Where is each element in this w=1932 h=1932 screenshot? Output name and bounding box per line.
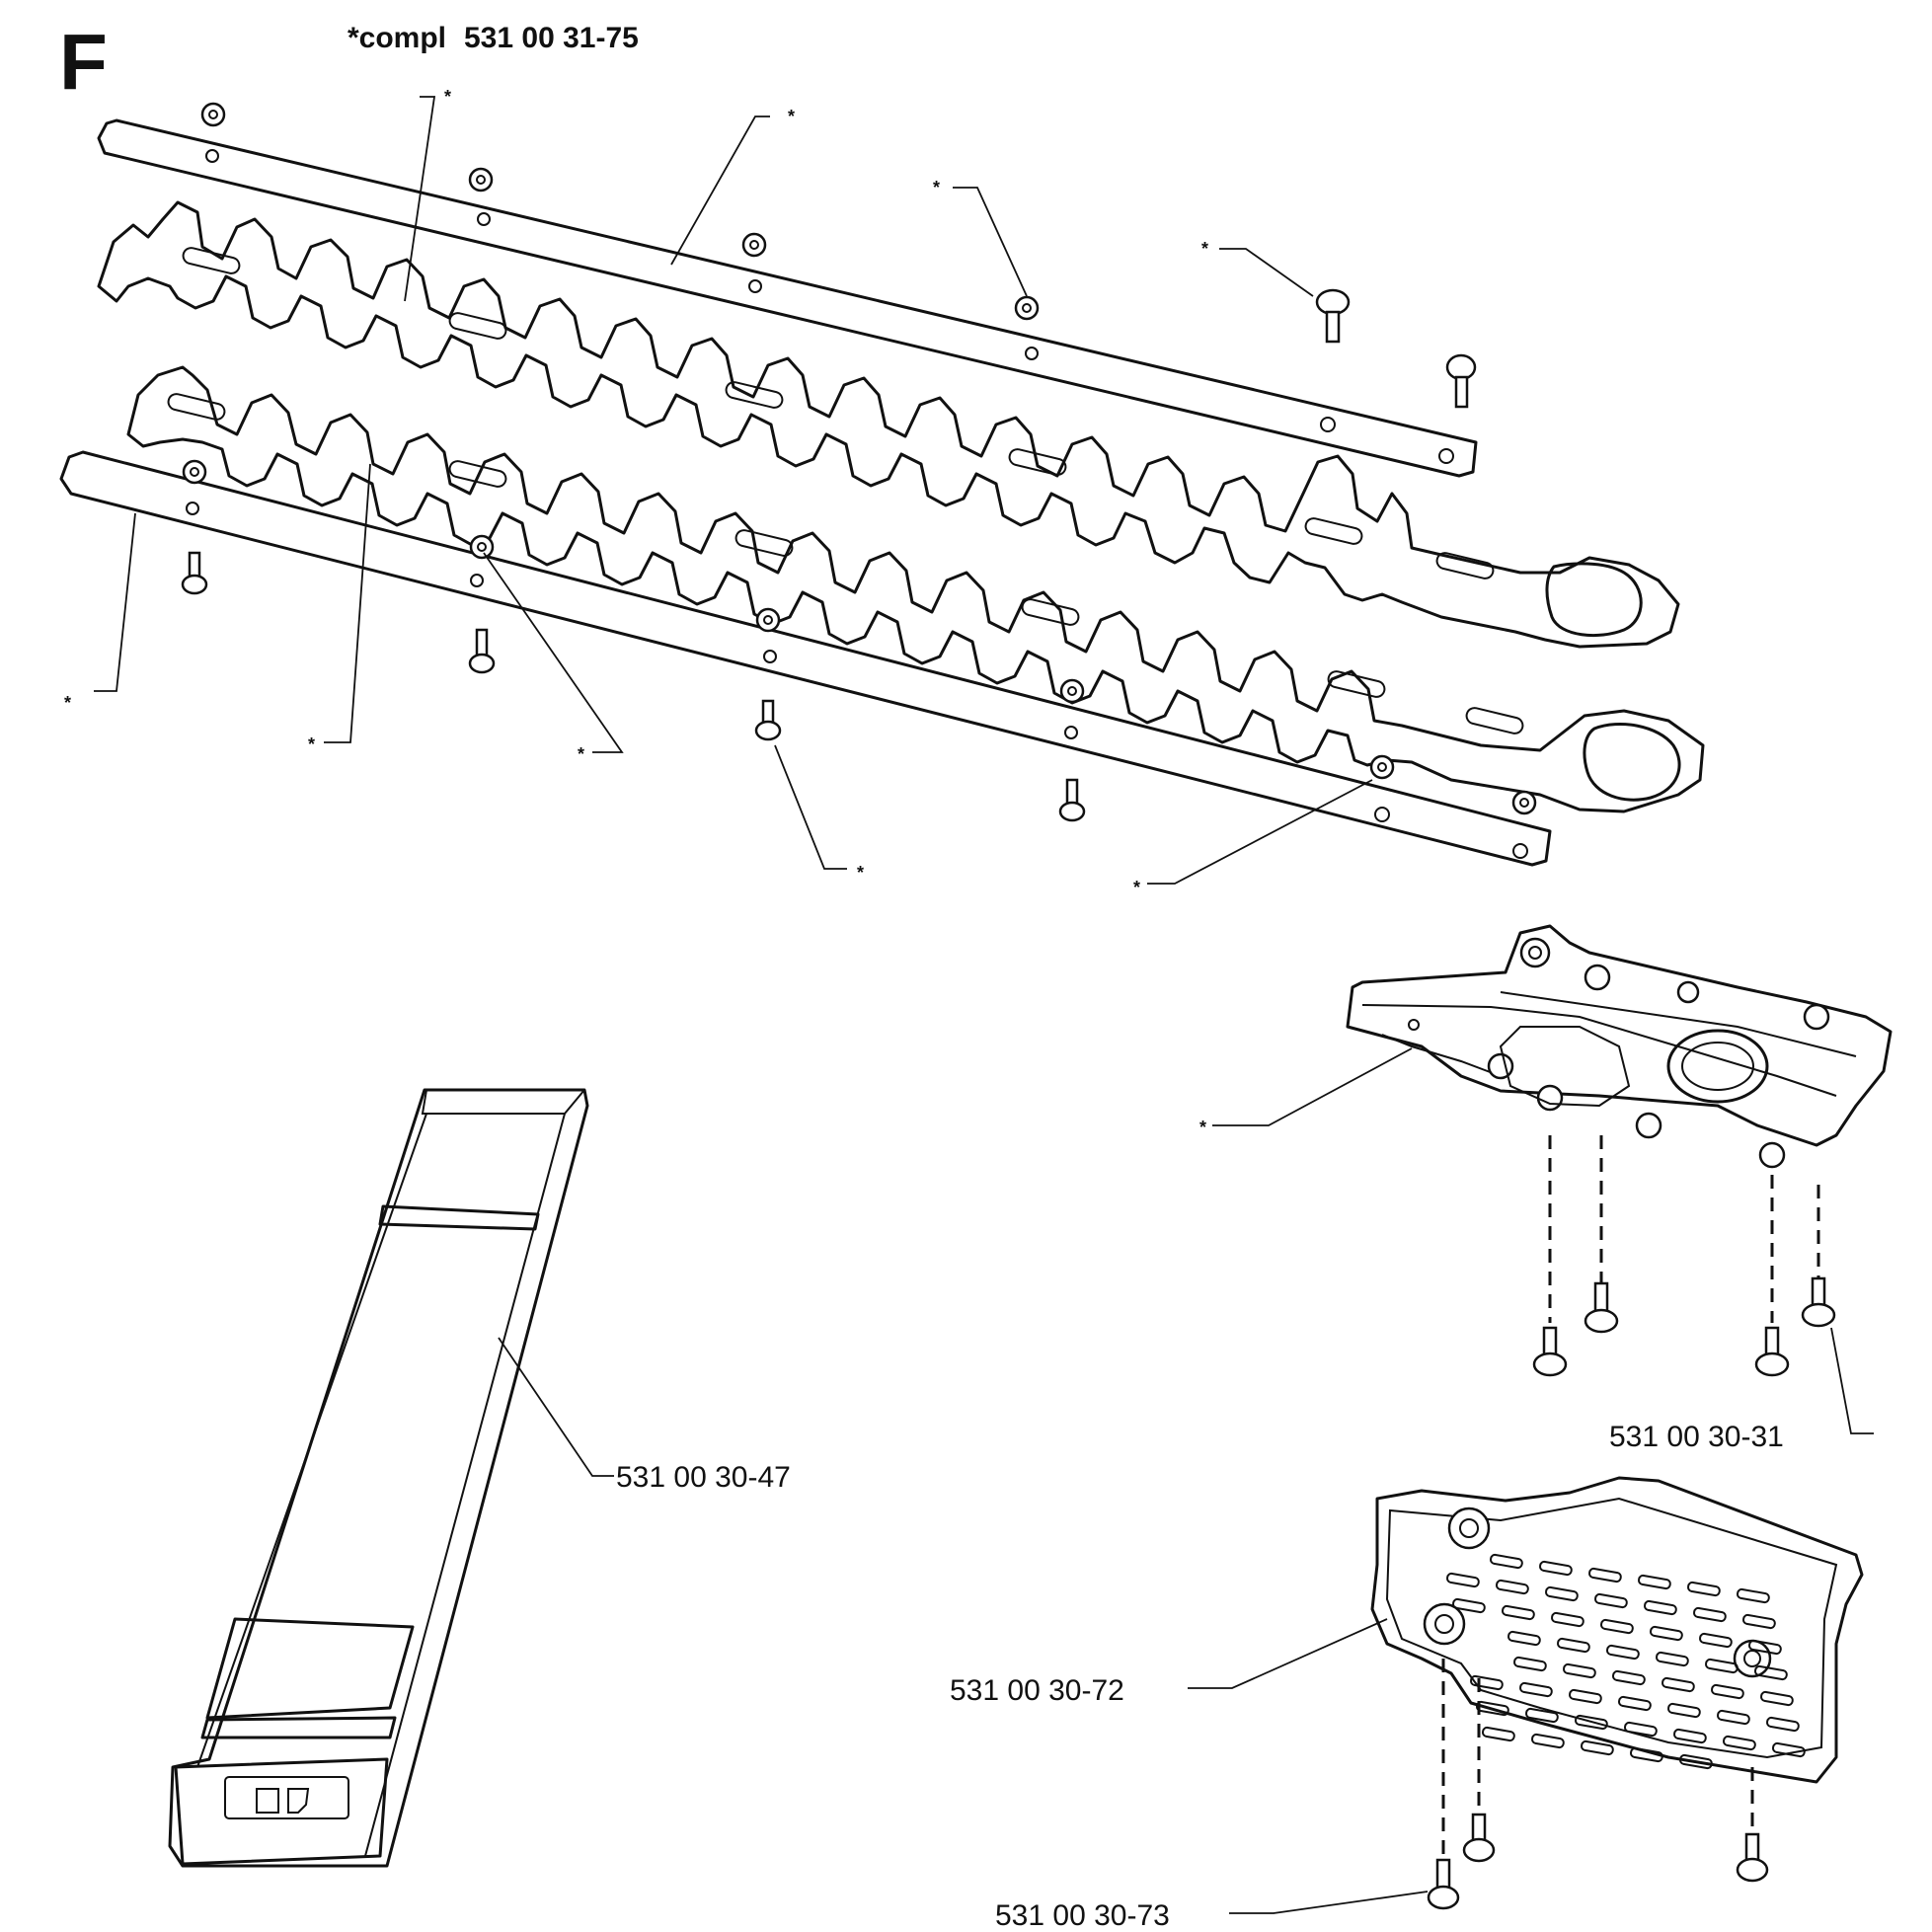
guard-slot	[1737, 1587, 1770, 1604]
guard-slot	[1754, 1664, 1788, 1681]
guard-slot	[1656, 1651, 1689, 1667]
guard-slot	[1569, 1688, 1602, 1705]
lower-blade	[126, 365, 1705, 813]
guard-slot	[1687, 1581, 1721, 1597]
guard-slot	[1557, 1637, 1590, 1654]
guard-slot	[1519, 1681, 1553, 1698]
guard-slot	[1551, 1611, 1584, 1628]
gear-screw-leader	[1830, 1327, 1874, 1434]
guard-slot	[1711, 1683, 1744, 1700]
guard-slot	[1742, 1613, 1776, 1630]
star-marker: *	[1201, 239, 1208, 259]
star-marker: *	[788, 107, 795, 126]
guard-slot	[1760, 1690, 1794, 1707]
guard-slot	[1581, 1739, 1614, 1756]
star-marker: *	[64, 693, 71, 713]
upper-blade	[97, 200, 1680, 649]
section-letter: F	[59, 18, 108, 106]
star-marker: *	[578, 744, 584, 764]
guard-slot	[1766, 1716, 1800, 1733]
guard-slot	[1446, 1572, 1480, 1588]
assembly-prefix: *compl	[348, 22, 446, 54]
gear-housing	[1346, 924, 1893, 1169]
guard-slot	[1612, 1669, 1646, 1686]
guard-slot	[1525, 1707, 1559, 1724]
guard-slot	[1650, 1625, 1683, 1642]
guard-slot	[1667, 1702, 1701, 1719]
star-marker: *	[857, 863, 864, 883]
upper-guide-bar	[97, 118, 1478, 478]
guard-slot	[1490, 1553, 1523, 1570]
guard-slot	[1705, 1658, 1739, 1674]
guard-slot	[1679, 1753, 1713, 1770]
guard-slot	[1563, 1662, 1596, 1679]
guard-slot	[1748, 1639, 1782, 1656]
part-number-guard-screw: 531 00 30-73	[995, 1899, 1170, 1932]
guard-plate	[1370, 1476, 1864, 1784]
guard-plate-screw-lines	[1441, 1659, 1754, 1856]
star-marker: *	[308, 734, 315, 754]
guard-slot	[1507, 1630, 1541, 1647]
guard-slot	[1539, 1560, 1573, 1577]
guard-slot	[1452, 1597, 1486, 1614]
guard-slot	[1575, 1714, 1608, 1731]
guard-slot	[1545, 1585, 1579, 1602]
scabbard-leader	[498, 1337, 614, 1477]
star-marker: *	[444, 87, 451, 107]
part-number-guard-plate: 531 00 30-72	[950, 1674, 1124, 1707]
guard-slot	[1502, 1604, 1535, 1621]
guard-plate-leader	[1188, 1618, 1388, 1689]
lower-guide-bar	[59, 450, 1552, 867]
guard-slot	[1618, 1695, 1652, 1712]
guard-slot	[1513, 1656, 1547, 1672]
guard-slot	[1531, 1733, 1565, 1749]
guard-slot	[1630, 1746, 1663, 1763]
assembly-number: 531 00 31-75	[464, 22, 639, 54]
guard-slot	[1594, 1592, 1628, 1609]
guard-slot	[1638, 1574, 1671, 1590]
guard-slot	[1662, 1676, 1695, 1693]
gear-housing-screw-lines	[1548, 1135, 1820, 1323]
guard-slot	[1717, 1709, 1750, 1726]
guard-slot	[1693, 1606, 1727, 1623]
guard-plate-screws	[1427, 1813, 1769, 1910]
guard-screw-leader	[1229, 1891, 1429, 1914]
guard-slot	[1588, 1567, 1622, 1584]
guard-slot	[1606, 1644, 1640, 1661]
guard-slot	[1476, 1700, 1509, 1717]
guard-slot	[1496, 1579, 1529, 1595]
gear-housing-leader	[1212, 1047, 1413, 1126]
gear-housing-screws	[1532, 1276, 1836, 1377]
guard-slot	[1624, 1721, 1658, 1738]
blade-fasteners	[181, 102, 1537, 822]
part-number-scabbard: 531 00 30-47	[616, 1461, 791, 1494]
guard-slot	[1772, 1741, 1806, 1758]
guard-slot	[1482, 1726, 1515, 1742]
star-marker: *	[1199, 1118, 1206, 1137]
guard-slot	[1644, 1599, 1677, 1616]
scabbard	[168, 1088, 589, 1868]
star-marker: *	[1133, 878, 1140, 897]
guard-slot	[1699, 1632, 1733, 1649]
part-number-gear-screw: 531 00 30-31	[1609, 1421, 1784, 1453]
guard-slot	[1673, 1728, 1707, 1744]
star-marker: *	[933, 178, 940, 197]
blade-leaders	[94, 96, 1373, 885]
guard-slot	[1600, 1618, 1634, 1635]
guard-slot	[1723, 1735, 1756, 1751]
guard-slot	[1470, 1674, 1504, 1691]
